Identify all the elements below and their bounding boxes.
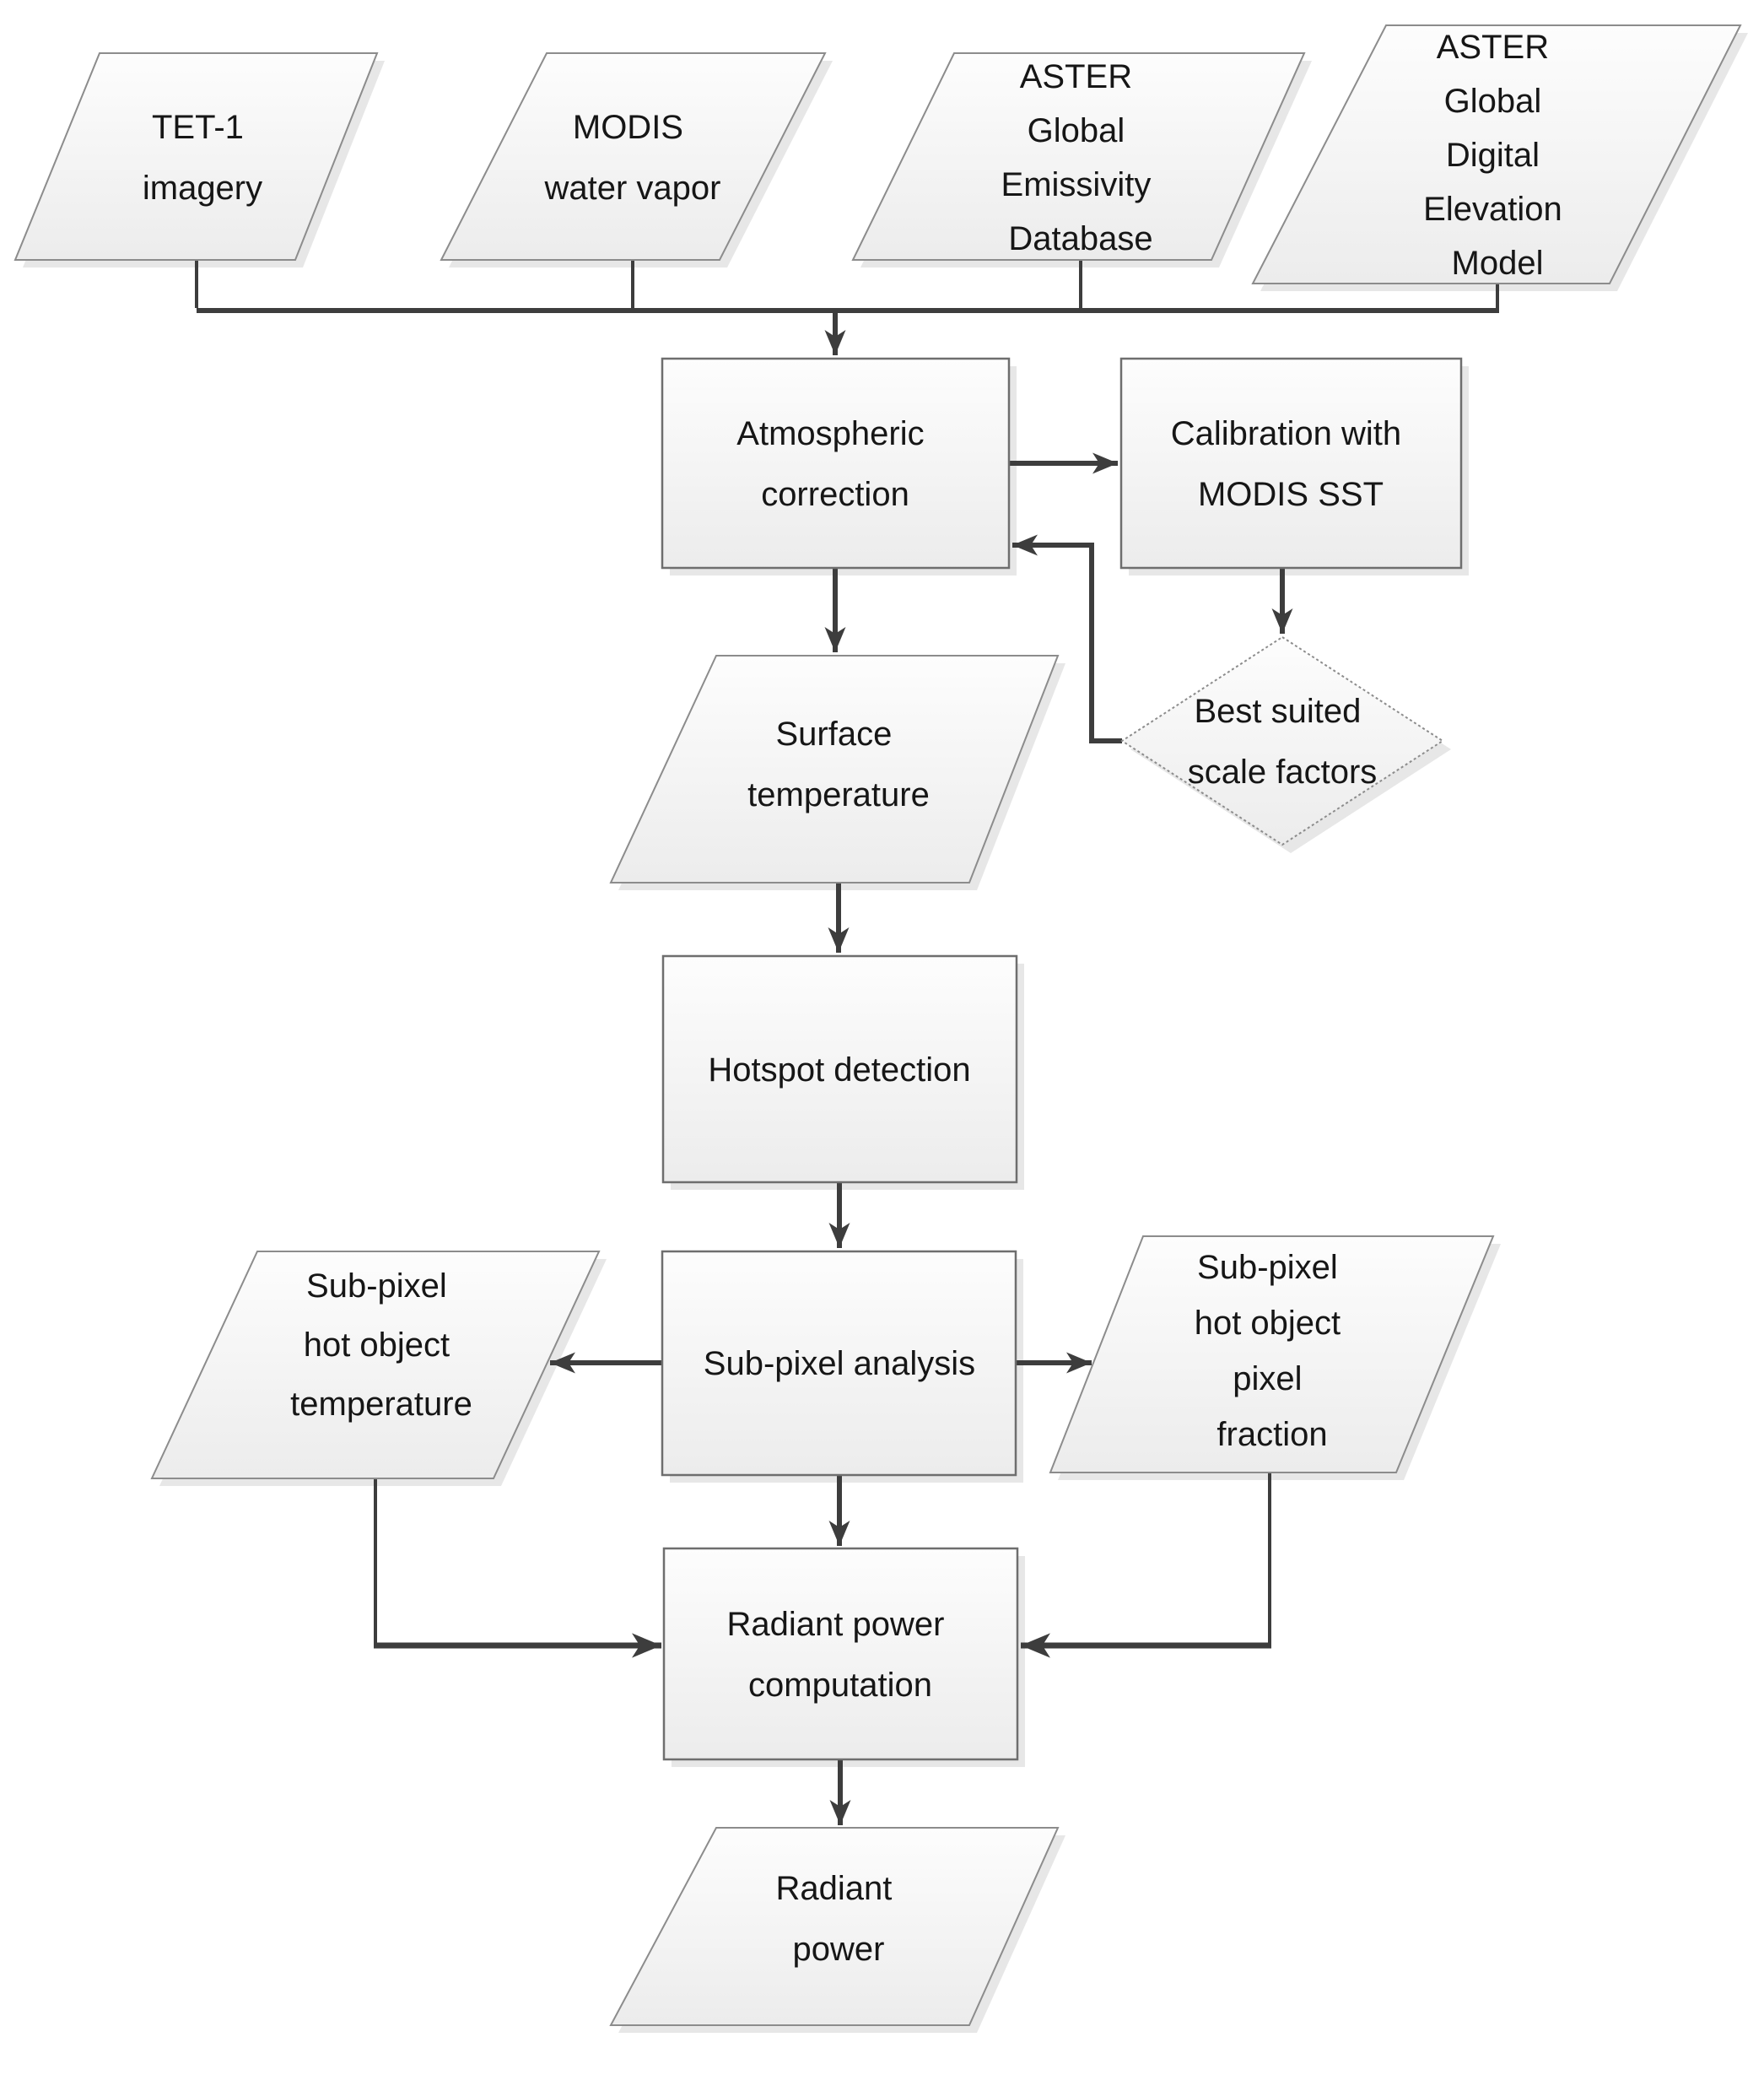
node-surface-temperature-label: Surface temperature (747, 716, 930, 813)
node-radiant-power-computation-shape (662, 1547, 1019, 1761)
label-line: ASTER (1020, 58, 1132, 95)
label-line: Sub-pixel (306, 1267, 447, 1305)
node-aster-dem-label: ASTER Global Digital Elevation Model (1423, 29, 1572, 282)
label-line: temperature (290, 1386, 472, 1423)
edge-lines (195, 260, 1499, 1825)
label-line: ASTER (1437, 29, 1549, 66)
label-line: scale factors (1188, 754, 1378, 791)
node-modis-water-vapor-label: MODIS water vapor (544, 109, 721, 207)
label-line: Database (1008, 220, 1152, 257)
node-scale-factors-shape (1120, 635, 1444, 846)
node-hotspot-detection-label: Hotspot detection (708, 1051, 970, 1089)
label-line: correction (761, 476, 909, 513)
label-line: temperature (747, 776, 930, 813)
label-line: TET-1 (152, 109, 244, 146)
node-modis-water-vapor-shape (440, 52, 827, 261)
label-line: MODIS SST (1198, 476, 1384, 513)
label-line: Atmospheric (736, 415, 924, 452)
label-line: power (793, 1931, 885, 1968)
label-line: Emissivity (1001, 166, 1152, 203)
node-subpixel-analysis-shape (661, 1250, 1017, 1477)
node-atmospheric-correction-shape (661, 357, 1011, 570)
label-line: Surface (776, 716, 893, 753)
label-line: Model (1452, 245, 1544, 282)
node-aster-dem-shape (1251, 24, 1742, 284)
label-line: Calibration with (1171, 415, 1401, 452)
label-line: Digital (1446, 137, 1540, 174)
node-surface-temperature-shape (609, 655, 1060, 883)
label-line: Sub-pixel (1197, 1249, 1338, 1286)
node-scale-factors-label: Best suited scale factors (1188, 693, 1378, 791)
node-atmospheric-correction-label: Atmospheric correction (736, 415, 933, 513)
label-line: Radiant (776, 1870, 893, 1907)
node-aster-emissivity-label: ASTER Global Emissivity Database (1001, 58, 1161, 257)
label-line: Radiant power (726, 1606, 944, 1643)
node-tet1-imagery-label: TET-1 imagery (143, 109, 262, 207)
node-subpixel-pixel-fraction-shape (1049, 1235, 1495, 1473)
node-radiant-power-computation-label: Radiant power computation (726, 1606, 953, 1704)
node-subpixel-hot-object-temperature-label: Sub-pixel hot object temperature (290, 1267, 472, 1423)
node-subpixel-pixel-fraction-label: Sub-pixel hot object pixel fraction (1195, 1249, 1351, 1453)
node-calibration-label: Calibration with MODIS SST (1171, 415, 1411, 513)
node-radiant-power-shape (609, 1827, 1060, 2026)
node-subpixel-hot-object-temperature-shape (150, 1251, 601, 1479)
label-line: Best suited (1194, 693, 1361, 730)
label-line: pixel (1233, 1360, 1302, 1397)
label-line: hot object (304, 1327, 450, 1364)
node-subpixel-analysis-label: Sub-pixel analysis (704, 1345, 975, 1382)
label-line: Elevation (1423, 191, 1562, 228)
label-line: imagery (143, 170, 262, 207)
label-line: water vapor (544, 170, 721, 207)
label-line: Hotspot detection (708, 1051, 970, 1089)
node-hotspot-detection-shape (661, 954, 1018, 1184)
node-calibration-shape (1119, 357, 1463, 570)
label-line: computation (748, 1667, 932, 1704)
node-tet1-imagery-shape (13, 52, 379, 261)
label-line: MODIS (573, 109, 683, 146)
shape-layer (13, 24, 1742, 2026)
label-line: Global (1028, 112, 1125, 149)
label-line: Global (1444, 83, 1542, 120)
node-radiant-power-label: Radiant power (776, 1870, 902, 1968)
edge-scalefactors-to-atmospheric-feedback (1012, 534, 1122, 743)
label-line: hot object (1195, 1305, 1341, 1342)
node-aster-emissivity-shape (851, 52, 1306, 261)
label-layer: TET-1 imagery MODIS water vapor ASTER Gl… (143, 29, 1572, 1968)
label-line: fraction (1216, 1416, 1327, 1453)
label-line: Sub-pixel analysis (704, 1345, 975, 1382)
